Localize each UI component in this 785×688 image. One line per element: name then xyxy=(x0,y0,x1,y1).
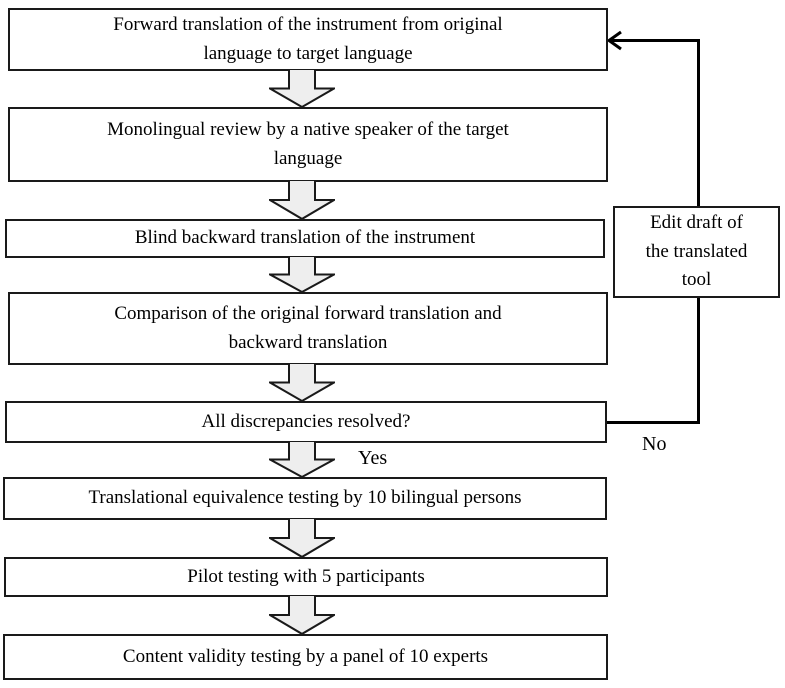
left-arrowhead-icon xyxy=(606,30,622,51)
down-arrow-icon xyxy=(269,363,335,402)
step-discrepancies-decision: All discrepancies resolved? xyxy=(5,401,607,443)
no-label: No xyxy=(642,433,667,455)
step-label: Content validity testing by a panel of 1… xyxy=(122,645,489,667)
edit-draft-box: Edit draft of the translated tool xyxy=(613,206,780,298)
step-comparison: Comparison of the original forward trans… xyxy=(8,292,608,365)
down-arrow-icon xyxy=(269,518,335,558)
step-monolingual-review: Monolingual review by a native speaker o… xyxy=(8,107,608,182)
step-forward-translation: Forward translation of the instrument fr… xyxy=(8,8,608,71)
feedback-line-no xyxy=(607,421,700,424)
step-equivalence-testing: Translational equivalence testing by 10 … xyxy=(3,477,607,520)
down-arrow-icon xyxy=(269,595,335,635)
step-pilot-testing: Pilot testing with 5 participants xyxy=(4,557,608,597)
step-content-validity: Content validity testing by a panel of 1… xyxy=(3,634,608,680)
step-label: Monolingual review by a native speaker o… xyxy=(107,118,509,169)
step-blind-backward-translation: Blind backward translation of the instru… xyxy=(5,219,605,258)
edit-draft-label: Edit draft of the translated tool xyxy=(645,212,748,291)
yes-label: Yes xyxy=(358,447,388,469)
step-label: Forward translation of the instrument fr… xyxy=(113,13,503,64)
step-label: Comparison of the original forward trans… xyxy=(114,302,502,353)
down-arrow-icon xyxy=(269,441,335,478)
down-arrow-icon xyxy=(269,256,335,293)
step-label: Blind backward translation of the instru… xyxy=(134,227,476,249)
step-label: Translational equivalence testing by 10 … xyxy=(88,487,522,509)
step-label: All discrepancies resolved? xyxy=(201,410,411,432)
down-arrow-icon xyxy=(269,69,335,108)
feedback-line-top xyxy=(611,39,700,42)
down-arrow-icon xyxy=(269,180,335,220)
step-label: Pilot testing with 5 participants xyxy=(187,565,425,587)
